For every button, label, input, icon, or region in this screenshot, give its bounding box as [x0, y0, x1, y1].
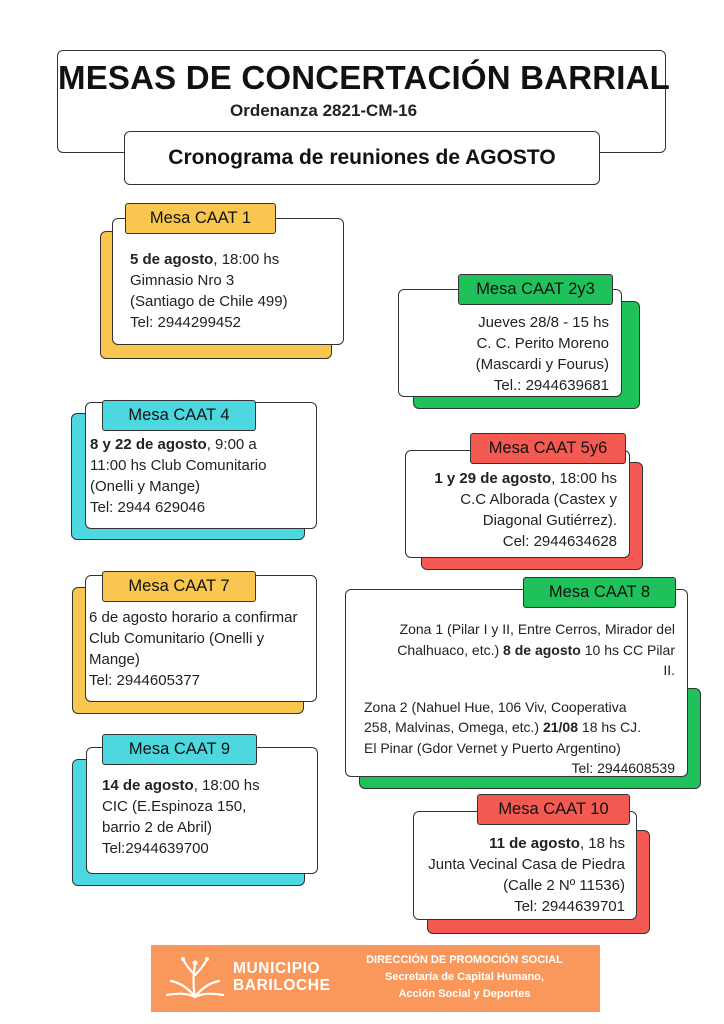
caat23-label: Mesa CAAT 2y3 — [458, 274, 613, 305]
schedule-title: Cronograma de reuniones de AGOSTO — [124, 131, 600, 185]
caat23-line1: Jueves 28/8 - 15 hs — [478, 314, 609, 331]
caat4-phone: Tel: 2944 629046 — [90, 499, 206, 516]
caat9-time: , 18:00 hs — [193, 777, 260, 794]
caat9-phone: Tel:2944639700 — [102, 840, 209, 857]
footer-secretariat-line1: Secretaría de Capital Humano, — [385, 971, 544, 983]
caat56-date: 1 y 29 de agosto — [434, 470, 552, 487]
caat56-line3: Diagonal Gutiérrez). — [482, 512, 617, 529]
caat1-address: (Santiago de Chile 499) — [130, 293, 288, 310]
caat7-label: Mesa CAAT 7 — [102, 571, 256, 602]
caat4-date: 8 y 22 de agosto — [90, 436, 207, 453]
footer-dept: DIRECCIÓN DE PROMOCIÓN SOCIAL — [366, 954, 563, 966]
caat1-place: Gimnasio Nro 3 — [130, 272, 235, 289]
caat8-label: Mesa CAAT 8 — [523, 577, 676, 608]
footer-secretariat-line2: Acción Social y Deportes — [398, 988, 531, 1000]
caat8-zone2-line2a: 258, Malvinas, Omega, etc.) — [364, 719, 543, 735]
caat8-zone2-line3: El Pinar (Gdor Vernet y Puerto Argentino… — [364, 739, 621, 756]
caat10-label: Mesa CAAT 10 — [477, 794, 630, 825]
caat8-zone1-line3: II. — [663, 662, 675, 678]
logo-line1: MUNICIPIO — [233, 960, 321, 977]
caat9-line3: barrio 2 de Abril) — [102, 819, 213, 836]
caat7-line3: Mange) — [89, 651, 140, 668]
caat8-zone2-line1: Zona 2 (Nahuel Hue, 106 Viv, Cooperativa — [364, 698, 627, 715]
caat8-zone1-date: 8 de agosto — [503, 641, 581, 658]
caat8-zone1-line2a: Chalhuaco, etc.) — [397, 641, 504, 658]
caat56-time: , 18:00 hs — [551, 470, 617, 487]
caat8-zone1-line2b: 10 hs CC Pilar — [580, 641, 675, 658]
caat23-line3: (Mascardi y Fourus) — [475, 356, 609, 373]
caat7-line2: Club Comunitario (Onelli y — [89, 630, 265, 647]
caat4-line3: (Onelli y Mange) — [90, 478, 201, 495]
footer-banner: MUNICIPIO BARILOCHE DIRECCIÓN DE PROMOCI… — [151, 945, 600, 1012]
caat9-line2: CIC (E.Espinoza 150, — [102, 798, 247, 815]
caat1-time: , 18:00 hs — [213, 251, 280, 268]
caat56-line2: C.C Alborada (Castex y — [460, 491, 617, 508]
municipio-logo-text: MUNICIPIO BARILOCHE — [233, 960, 331, 994]
caat10-time: , 18 hs — [579, 835, 625, 852]
caat1-label: Mesa CAAT 1 — [125, 203, 276, 234]
caat10-line2: Junta Vecinal Casa de Piedra — [428, 856, 625, 873]
page-title: MESAS DE CONCERTACIÓN BARRIAL — [58, 59, 671, 96]
flower-logo-icon — [165, 957, 225, 999]
caat4-line2: 11:00 hs Club Comunitario — [90, 457, 267, 474]
caat23-line2: C. C. Perito Moreno — [476, 335, 609, 352]
caat9-date: 14 de agosto — [102, 777, 194, 794]
caat10-line3: (Calle 2 Nº 11536) — [503, 877, 625, 894]
caat1-date: 5 de agosto — [130, 251, 214, 268]
caat10-card: 11 de agosto, 18 hs Junta Vecinal Casa d… — [413, 811, 637, 920]
caat7-phone: Tel: 2944605377 — [89, 672, 200, 689]
caat7-line1: 6 de agosto horario a confirmar — [89, 609, 298, 626]
caat56-label: Mesa CAAT 5y6 — [470, 433, 626, 464]
caat9-card: 14 de agosto, 18:00 hs CIC (E.Espinoza 1… — [86, 747, 318, 874]
caat8-zone1-line1: Zona 1 (Pilar I y II, Entre Cerros, Mira… — [399, 621, 675, 637]
caat1-card: 5 de agosto, 18:00 hs Gimnasio Nro 3 (Sa… — [112, 218, 344, 345]
caat10-date: 11 de agosto — [489, 835, 580, 852]
caat4-label: Mesa CAAT 4 — [102, 400, 256, 431]
ordinance-subtitle: Ordenanza 2821-CM-16 — [230, 101, 418, 120]
caat9-label: Mesa CAAT 9 — [102, 734, 257, 765]
caat56-phone: Cel: 2944634628 — [502, 533, 617, 550]
caat10-phone: Tel: 2944639701 — [514, 898, 625, 915]
caat8-phone: Tel: 2944608539 — [571, 760, 675, 776]
caat8-zone2-line2b: 18 hs CJ. — [578, 719, 642, 735]
caat4-time: , 9:00 a — [206, 436, 257, 453]
logo-line2: BARILOCHE — [233, 977, 331, 994]
caat23-card: Jueves 28/8 - 15 hs C. C. Perito Moreno … — [398, 289, 622, 397]
caat56-card: 1 y 29 de agosto, 18:00 hs C.C Alborada … — [405, 450, 630, 558]
footer-info: DIRECCIÓN DE PROMOCIÓN SOCIAL Secretaría… — [337, 952, 592, 1003]
caat8-zone2-date: 21/08 — [542, 719, 579, 735]
caat1-phone: Tel: 2944299452 — [130, 314, 241, 331]
caat8-card: Zona 1 (Pilar I y II, Entre Cerros, Mira… — [345, 589, 688, 777]
caat23-phone: Tel.: 2944639681 — [493, 377, 609, 394]
